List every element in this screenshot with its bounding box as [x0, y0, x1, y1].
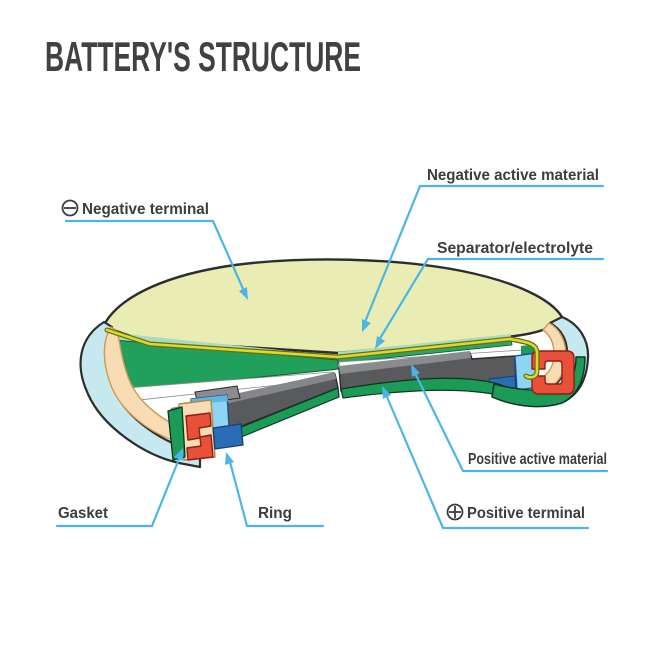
positive-active-material-label: Positive active material — [468, 451, 607, 468]
positive-can-edge-front — [167, 406, 186, 461]
ring-arrow — [225, 452, 234, 465]
gasket-label: Gasket — [58, 505, 108, 522]
positive-active-material-bevel-right — [339, 351, 471, 374]
callout-labels: Negative terminal Negative active materi… — [58, 167, 607, 522]
positive-terminal-leader — [385, 395, 590, 530]
separator-arrow — [375, 336, 385, 349]
positive-active-material-arrow — [411, 364, 420, 377]
ring-leader — [228, 460, 325, 528]
negative-active-material-leader — [363, 184, 605, 324]
gasket-face-right — [531, 350, 575, 395]
negative-terminal-leader — [64, 219, 246, 293]
negative-active-material-arrow — [362, 319, 371, 332]
ring-label: Ring — [258, 505, 292, 522]
negative-terminal-arrow — [239, 287, 248, 300]
callout-leaders — [55, 184, 609, 530]
separator-electrolyte-label: Separator/electrolyte — [437, 240, 593, 257]
positive-active-material-leader — [414, 373, 609, 473]
plus-circle-icon — [446, 503, 464, 521]
battery-illustration — [79, 258, 590, 469]
separator-leader — [377, 257, 605, 342]
negative-terminal-label: Negative terminal — [82, 201, 209, 218]
negative-can-edge — [105, 328, 539, 379]
gasket-face-front — [185, 412, 214, 461]
gasket-arrow — [174, 448, 183, 461]
negative-active-material-label: Negative active material — [427, 167, 599, 184]
positive-terminal-arrow — [382, 386, 391, 399]
gasket-leader — [55, 457, 181, 528]
page-title: BATTERY'S STRUCTURE — [45, 33, 361, 80]
minus-circle-icon — [61, 199, 79, 217]
positive-terminal-label: Positive terminal — [467, 505, 585, 522]
ring-dark-lip-front — [212, 423, 244, 450]
